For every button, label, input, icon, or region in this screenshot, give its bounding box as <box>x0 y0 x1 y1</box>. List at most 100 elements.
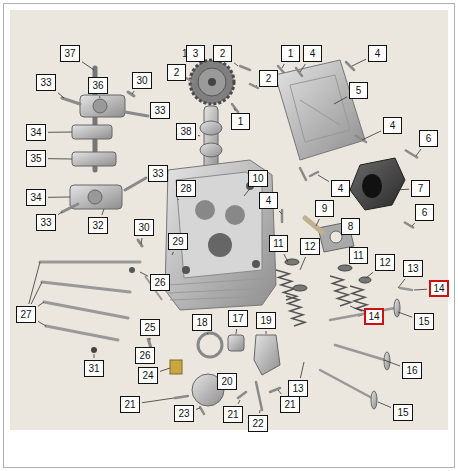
callout-box: 13 <box>403 260 423 277</box>
callout-number: 1 <box>288 48 294 60</box>
callout-box: 38 <box>176 123 196 140</box>
leader-line <box>346 265 347 267</box>
leader-line <box>234 108 235 111</box>
callout-number: 18 <box>196 317 207 329</box>
callout-number: 15 <box>418 316 429 328</box>
callout-number: 11 <box>273 238 283 250</box>
leader-line <box>398 312 412 317</box>
callout-number: 19 <box>260 315 271 327</box>
leader-line <box>141 238 142 244</box>
callout-box: 5 <box>349 82 368 99</box>
callout-box: 30 <box>132 72 152 89</box>
callout-number: 33 <box>40 217 51 229</box>
callout-box: 16 <box>402 362 422 379</box>
cam-sprocket <box>190 60 234 104</box>
callout-number: 13 <box>292 383 303 395</box>
valves <box>320 288 412 398</box>
leader-line <box>300 64 305 72</box>
leader-line <box>256 85 257 87</box>
callout-box: 33 <box>36 214 56 231</box>
leader-line <box>198 135 200 137</box>
callout-number: 14 <box>368 311 379 323</box>
callout-box: 11 <box>269 235 288 252</box>
leader-line <box>58 212 62 215</box>
callout-box: 33 <box>148 165 168 182</box>
callout-number: 33 <box>152 168 163 180</box>
leader-line <box>238 400 240 404</box>
callout-box: 9 <box>315 200 334 217</box>
callout-box: 4 <box>331 180 350 197</box>
callout-box: 15 <box>414 313 434 330</box>
callout-number: 21 <box>227 409 238 421</box>
tensioner-part <box>228 335 244 351</box>
head-studs <box>40 262 140 340</box>
callout-box: 31 <box>84 360 104 377</box>
callout-number: 2 <box>266 73 272 85</box>
callout-number: 30 <box>136 75 147 87</box>
callout-number: 5 <box>356 85 362 97</box>
leader-line <box>266 331 267 334</box>
callout-number: 22 <box>252 418 263 430</box>
callout-box: 11 <box>349 247 368 264</box>
callout-number: 1 <box>182 48 188 59</box>
callout-box: 2 <box>259 70 278 87</box>
callout-number: 35 <box>30 153 41 165</box>
callout-number: 16 <box>406 365 417 377</box>
callout-number: 10 <box>252 173 263 185</box>
leader-line <box>234 63 238 66</box>
leader-line <box>300 257 306 270</box>
callout-box: 37 <box>60 45 80 62</box>
cylinder-head <box>165 160 276 310</box>
leader-line <box>196 408 200 409</box>
leader-line <box>384 360 400 366</box>
callout-number: 28 <box>180 183 191 195</box>
frame <box>4 4 455 468</box>
callout-box: 26 <box>150 274 170 291</box>
callout-number: 4 <box>375 48 381 60</box>
callout-number: 31 <box>88 363 99 375</box>
callout-box: 4 <box>259 192 278 209</box>
callout-box: 1 <box>231 113 250 130</box>
callout-box: 33 <box>36 74 56 91</box>
callout-box: 25 <box>140 319 160 336</box>
callout-number: 25 <box>144 322 155 334</box>
leader-line <box>414 289 427 291</box>
callout-number: 29 <box>172 236 183 248</box>
leader-line <box>160 368 170 371</box>
leader-line <box>99 96 100 98</box>
callout-number: 26 <box>139 350 150 362</box>
callout-number: 23 <box>178 408 189 420</box>
callout-number: 4 <box>266 195 272 207</box>
callout-box: 2 <box>213 45 232 62</box>
leader-line <box>31 282 42 304</box>
callout-number: 14 <box>433 283 444 295</box>
callout-box: 3 <box>186 45 205 62</box>
callout-number: 6 <box>422 207 428 219</box>
leader-line <box>412 223 415 226</box>
leader-line <box>48 197 70 198</box>
leader-line <box>140 272 148 276</box>
leader-line <box>142 398 174 403</box>
callout-number: 1 <box>238 116 244 128</box>
callout-box: 12 <box>300 238 320 255</box>
callout-box: 14 <box>364 308 384 325</box>
callout-box: 33 <box>150 102 170 119</box>
callout-box: 4 <box>383 117 402 134</box>
leader-line <box>398 279 405 288</box>
callout-number: 12 <box>304 241 315 253</box>
leader-line <box>102 209 104 215</box>
callout-number: 11 <box>353 250 363 262</box>
callout-number: 4 <box>310 48 316 60</box>
callout-box: 26 <box>135 347 155 364</box>
tensioner-body <box>254 335 280 375</box>
leader-line <box>58 93 64 98</box>
leader-line <box>38 302 44 306</box>
callout-box: 21 <box>120 396 140 413</box>
callout-number: 24 <box>142 370 153 382</box>
callout-number: 15 <box>397 407 408 419</box>
callout-number: 12 <box>379 257 390 269</box>
callout-number: 30 <box>138 222 149 234</box>
callout-box: 4 <box>368 45 387 62</box>
